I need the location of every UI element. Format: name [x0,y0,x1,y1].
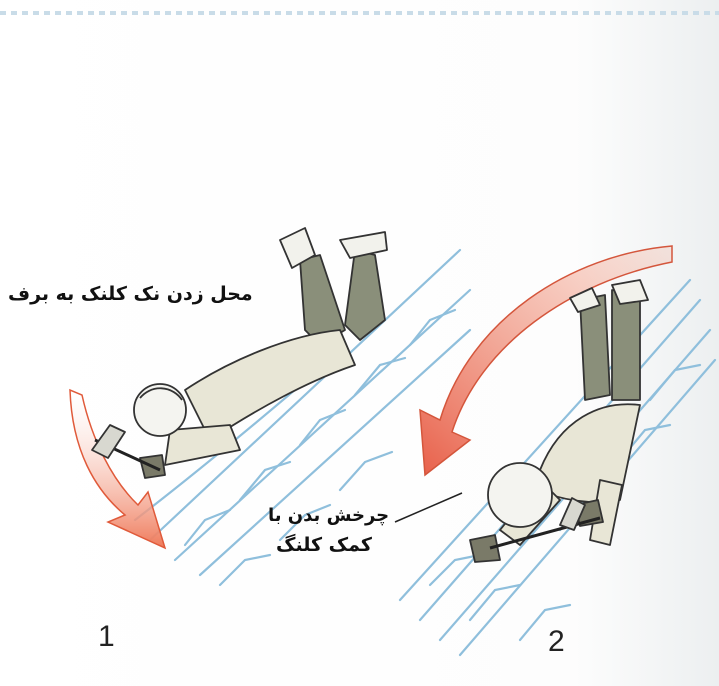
climber-2-figure [470,280,648,562]
step-number-2: 2 [548,625,565,659]
pick-contact-annotation: محل زدن نک کلنک به برف [8,283,253,305]
step-number-1: 1 [98,620,115,654]
annotation-leader-line [395,493,462,522]
climber-1-figure [92,228,387,478]
rotation-annotation-line-2: کمک کلنگ [276,534,372,556]
rotation-annotation-line-1: چرخش بدن با [268,505,389,526]
